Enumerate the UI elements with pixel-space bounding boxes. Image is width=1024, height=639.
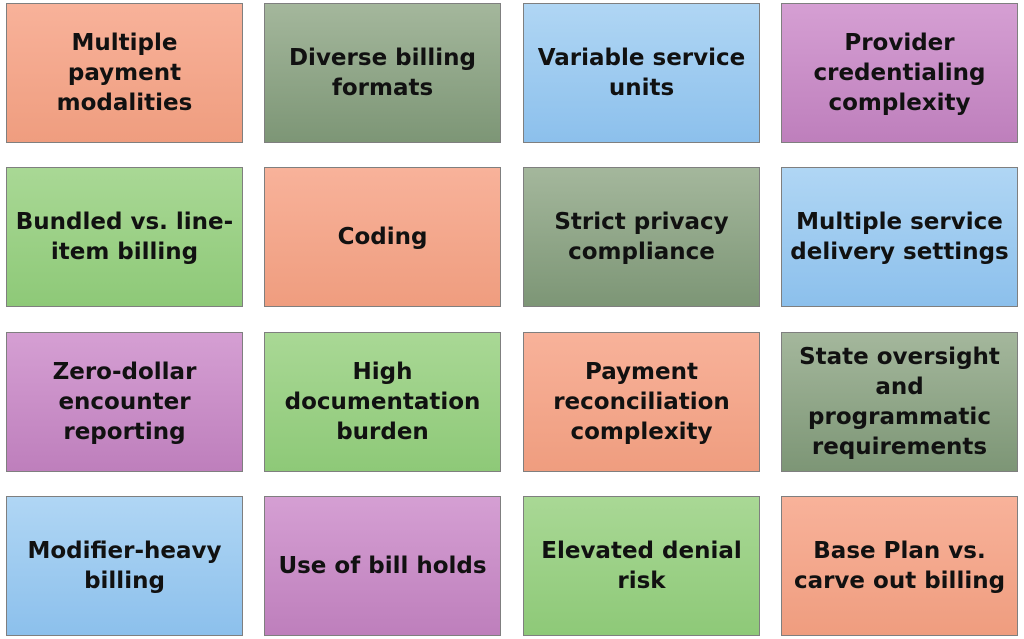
- tile-label: Multiple payment modalities: [56, 30, 193, 116]
- tile-label: Provider credentialing complexity: [813, 30, 986, 116]
- tile-label: Coding: [337, 224, 428, 250]
- tile-label: Variable service units: [537, 45, 746, 101]
- tile-modifier-heavy-billing: Modifier-heavy billing: [6, 496, 243, 636]
- tile-diverse-billing-formats: Diverse billing formats: [264, 3, 501, 143]
- tile-label: Zero-dollar encounter reporting: [52, 359, 197, 445]
- tile-high-documentation-burden: High documentation burden: [264, 332, 501, 472]
- tile-multiple-service-delivery-settings: Multiple service delivery settings: [781, 167, 1018, 307]
- tile-payment-reconciliation-complexity: Payment reconciliation complexity: [523, 332, 760, 472]
- tile-use-of-bill-holds: Use of bill holds: [264, 496, 501, 636]
- tile-bundled-vs-line-item-billing: Bundled vs. line-item billing: [6, 167, 243, 307]
- tile-provider-credentialing-complexity: Provider credentialing complexity: [781, 3, 1018, 143]
- tile-elevated-denial-risk: Elevated denial risk: [523, 496, 760, 636]
- tile-label: Multiple service delivery settings: [790, 209, 1009, 265]
- tile-variable-service-units: Variable service units: [523, 3, 760, 143]
- tile-strict-privacy-compliance: Strict privacy compliance: [523, 167, 760, 307]
- tile-label: Bundled vs. line-item billing: [15, 209, 234, 265]
- tile-coding: Coding: [264, 167, 501, 307]
- tile-label: Payment reconciliation complexity: [553, 359, 730, 445]
- tile-base-plan-vs-carve-out-billing: Base Plan vs. carve out billing: [781, 496, 1018, 636]
- tile-label: High documentation burden: [284, 359, 481, 445]
- tile-multiple-payment-modalities: Multiple payment modalities: [6, 3, 243, 143]
- tile-label: Diverse billing formats: [288, 45, 477, 101]
- tile-label: Modifier-heavy billing: [27, 538, 222, 594]
- tile-label: Base Plan vs. carve out billing: [793, 538, 1006, 594]
- tile-state-oversight-requirements: State oversight and programmatic require…: [781, 332, 1018, 472]
- tile-label: Elevated denial risk: [541, 538, 742, 594]
- tile-label: State oversight and programmatic require…: [799, 344, 1000, 460]
- tile-label: Use of bill holds: [278, 553, 487, 579]
- tile-zero-dollar-encounter-reporting: Zero-dollar encounter reporting: [6, 332, 243, 472]
- tile-label: Strict privacy compliance: [554, 209, 729, 265]
